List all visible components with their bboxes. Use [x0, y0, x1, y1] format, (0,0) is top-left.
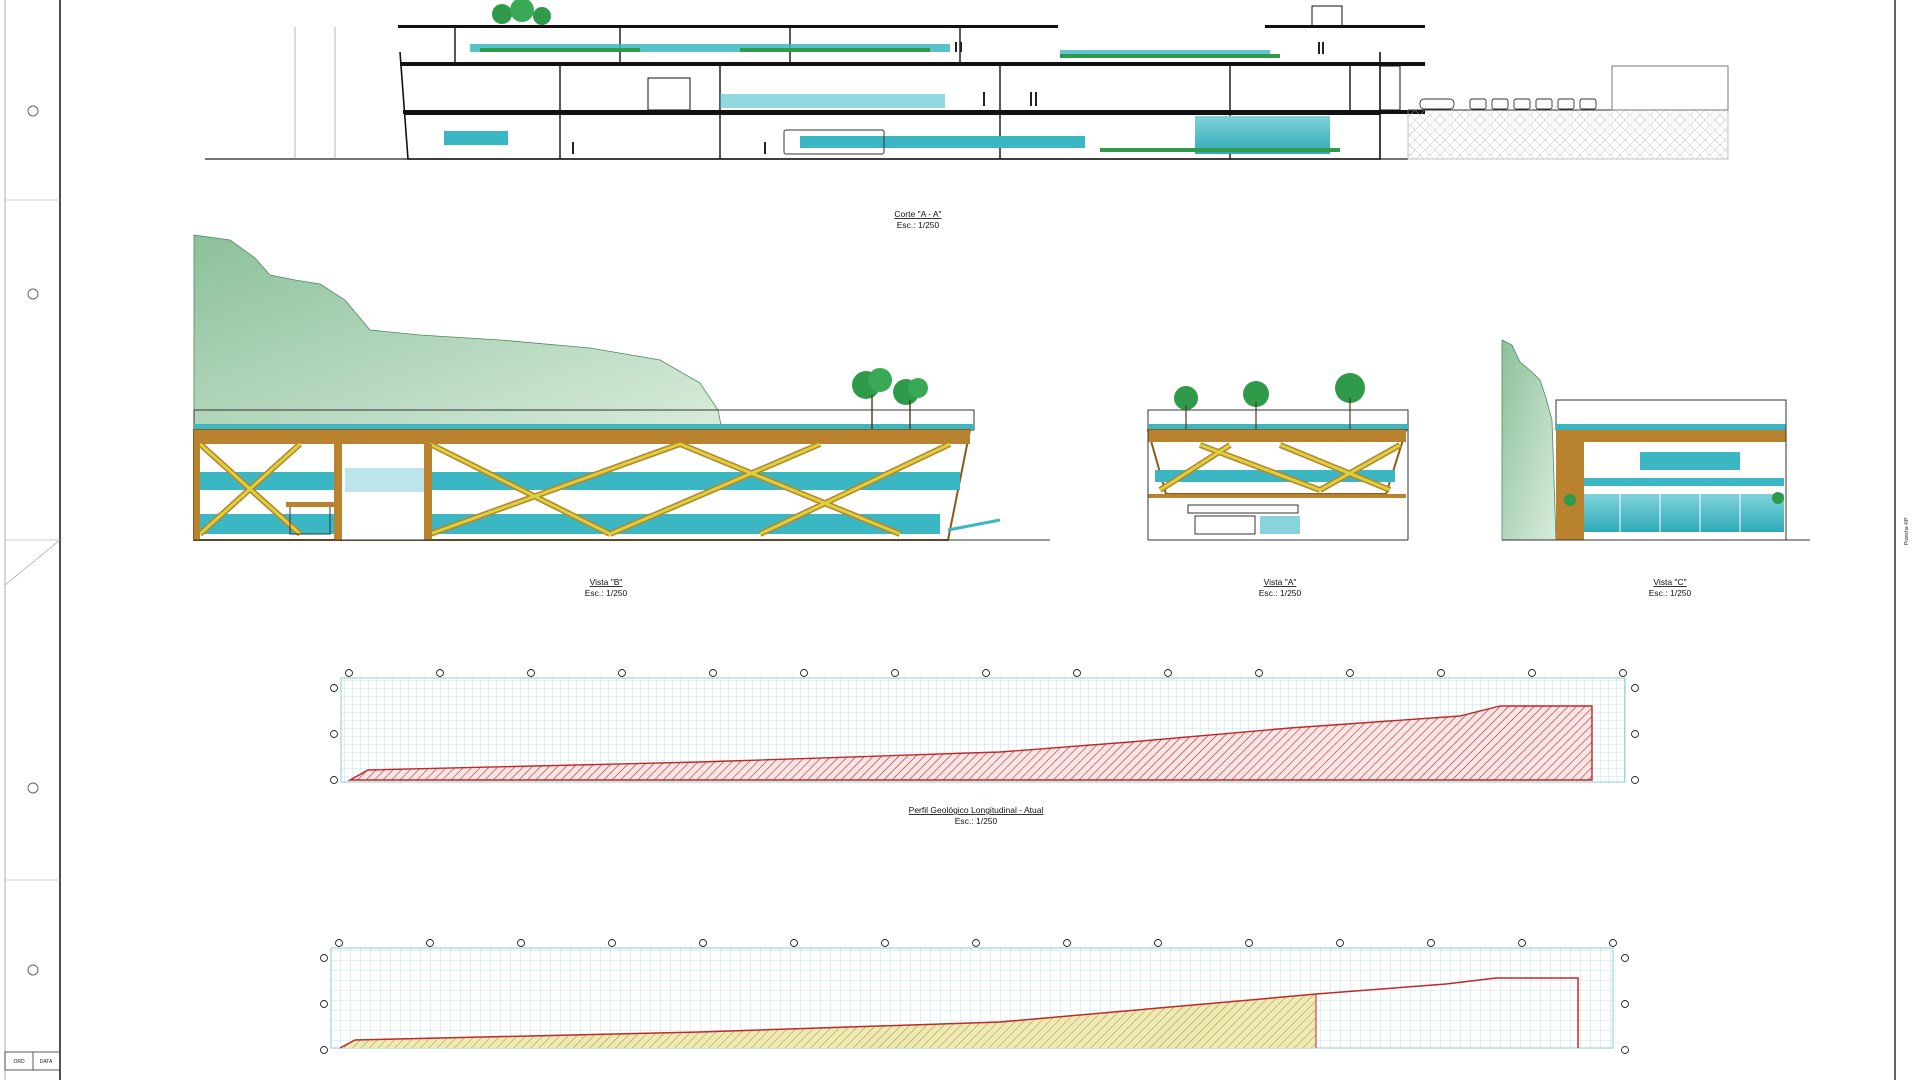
section-corte-a-a — [205, 0, 1729, 160]
title-block-col1: ORD — [13, 1059, 25, 1065]
elevation-vista-c — [1501, 339, 1810, 541]
scale-vista-a: Esc.: 1/250 — [1259, 588, 1302, 598]
elevation-vista-a — [1146, 373, 1409, 541]
elevation-vista-b — [193, 234, 1050, 541]
tree-icon — [1174, 386, 1198, 430]
punch-hole — [27, 105, 39, 117]
scale-vista-b: Esc.: 1/250 — [585, 588, 628, 598]
punch-hole — [27, 782, 39, 794]
tree-icon — [1335, 373, 1365, 430]
title-corte: Corte "A - A" — [894, 209, 941, 219]
profile-current — [330, 669, 1639, 784]
profile-proposed — [320, 939, 1629, 1054]
scale-corte: Esc.: 1/250 — [897, 220, 940, 230]
profile-current-stations — [330, 669, 1639, 784]
profile-proposed-stations — [320, 939, 1629, 1054]
tree-icon — [1243, 381, 1269, 430]
tree-icon — [852, 368, 892, 430]
title-perfil-atual: Perfil Geológico Longitudinal - Atual — [909, 805, 1044, 815]
title-vista-c: Vista "C" — [1653, 577, 1686, 587]
tree-icon — [893, 378, 928, 430]
punch-hole — [27, 288, 39, 300]
sheet-frame — [4, 0, 1896, 1080]
title-vista-a: Vista "A" — [1264, 577, 1297, 587]
punch-hole — [27, 964, 39, 976]
margin-note: Prancha 4/P — [1904, 517, 1910, 545]
scale-vista-c: Esc.: 1/250 — [1649, 588, 1692, 598]
title-vista-b: Vista "B" — [590, 577, 623, 587]
scale-perfil-atual: Esc.: 1/250 — [955, 816, 998, 826]
title-block-col2: DATA — [40, 1059, 53, 1065]
title-block: ORD DATA — [4, 1051, 61, 1071]
palm-icon — [1564, 492, 1784, 506]
